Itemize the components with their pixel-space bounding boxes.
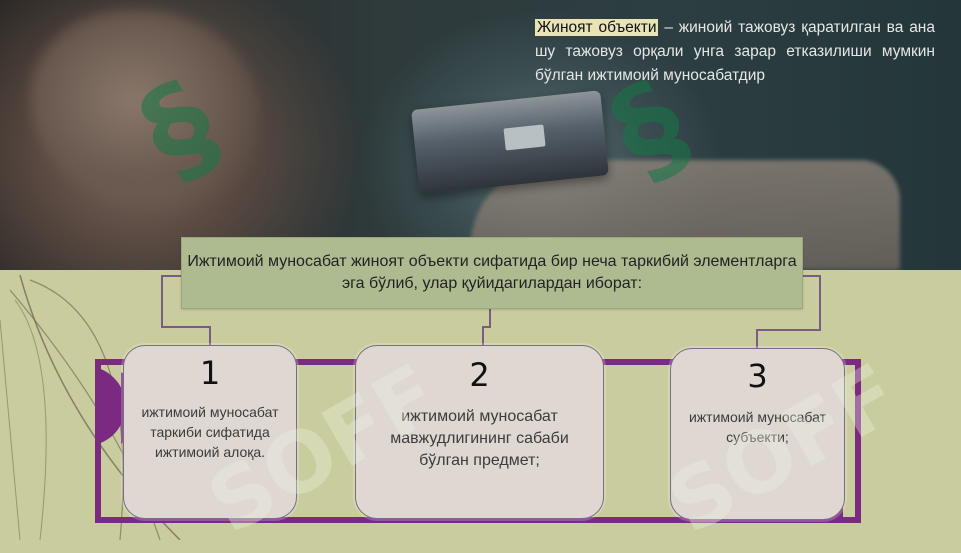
- background-photo: § §: [0, 0, 961, 270]
- element-card-1: 1 ижтимоий муносабат таркиби сифатида иж…: [123, 345, 297, 519]
- card-number: 1: [199, 354, 221, 392]
- element-card-3: 3 ижтимоий муносабат субъекти;: [670, 348, 845, 520]
- card-number: 3: [747, 357, 768, 395]
- card-number: 2: [469, 356, 490, 394]
- definition-text: Жиноят объекти – жиноий тажовуз қаратилг…: [535, 16, 935, 88]
- definition-rest: – жиноий тажовуз қаратилган ва ана шу та…: [535, 19, 935, 84]
- card-text: ижтимоий муносабат таркиби сифатида ижти…: [141, 404, 279, 460]
- banner-text: Ижтимоий муносабат жиноят объекти сифати…: [187, 253, 797, 292]
- card-text: ижтимоий муносабат субъекти;: [688, 409, 827, 445]
- definition-highlight: Жиноят объекти: [535, 19, 659, 36]
- card-text: ижтимоий муносабат мавжудлигининг сабаби…: [390, 408, 569, 469]
- element-card-2: 2 ижтимоий муносабат мавжудлигининг саба…: [355, 345, 604, 519]
- banner-box: Ижтимоий муносабат жиноят объекти сифати…: [181, 237, 803, 309]
- photo-hands: [30, 10, 260, 210]
